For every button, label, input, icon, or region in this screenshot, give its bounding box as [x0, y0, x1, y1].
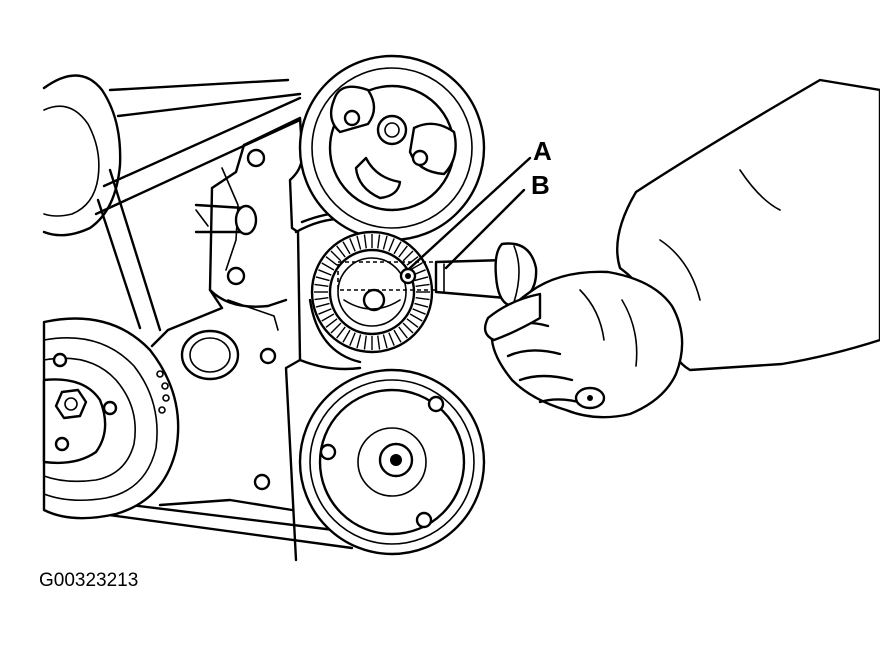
bracket-stud — [194, 203, 258, 236]
pulley-rib — [412, 308, 426, 315]
pulley-rib — [414, 302, 429, 308]
pulley-rib — [393, 329, 402, 343]
leader-line-b — [444, 188, 526, 270]
pulley-rib — [349, 238, 356, 252]
pulley-rib — [321, 313, 335, 322]
pulley-rib — [356, 235, 362, 250]
crankshaft-pulley — [42, 317, 180, 520]
pulley-rib — [402, 250, 414, 262]
pulley-rib — [330, 322, 342, 334]
label-b: B — [531, 170, 550, 200]
lower-pulley — [298, 368, 486, 556]
pulley-rib — [336, 326, 346, 339]
pulley-rib — [356, 334, 362, 349]
pulley-rib — [409, 262, 423, 271]
pulley-rib — [315, 302, 330, 308]
pulley-rib — [382, 334, 388, 349]
power-steering-pulley — [298, 54, 486, 242]
idler-boss — [180, 329, 240, 381]
technician-hand — [483, 78, 880, 419]
pulley-rib — [415, 297, 430, 301]
pulley-rib — [318, 308, 332, 315]
pulley-rib — [315, 276, 330, 282]
figure-code: G00323213 — [39, 570, 138, 591]
pulley-rib — [318, 269, 332, 276]
pulley-rib — [363, 234, 367, 249]
pulley-rib — [377, 234, 381, 249]
wrench-extension — [434, 242, 538, 308]
pulley-rib — [321, 262, 335, 271]
pulley-rib — [336, 245, 346, 258]
pulley-rib — [377, 335, 381, 350]
pulley-rib — [325, 318, 338, 328]
pulley-rib — [398, 245, 408, 258]
pulley-rib — [388, 238, 395, 252]
pulley-rib — [398, 326, 408, 339]
bracket-bolt — [226, 148, 277, 491]
pulley-rib — [314, 283, 329, 287]
pulley-rib — [409, 313, 423, 322]
drive-belt — [70, 78, 382, 550]
tensioner-pulley — [310, 230, 434, 354]
pulley-rib — [393, 241, 402, 255]
pulley-rib — [415, 283, 430, 287]
pulley-rib — [388, 332, 395, 346]
pulley-rib — [330, 250, 342, 262]
label-a: A — [533, 136, 552, 166]
pulley-rib — [363, 335, 367, 350]
pulley-rib — [406, 256, 419, 266]
upper-left-pulley — [42, 74, 122, 237]
pulley-rib — [402, 322, 414, 334]
pulley-rib — [349, 332, 356, 346]
pulley-rib — [325, 256, 338, 266]
pulley-rib — [342, 329, 351, 343]
pulley-rib — [314, 297, 329, 301]
pulley-rib — [342, 241, 351, 255]
pulley-rib — [406, 318, 419, 328]
leader-line-a — [408, 156, 532, 270]
pulley-rib — [382, 235, 388, 250]
pulley-rib — [414, 276, 429, 282]
